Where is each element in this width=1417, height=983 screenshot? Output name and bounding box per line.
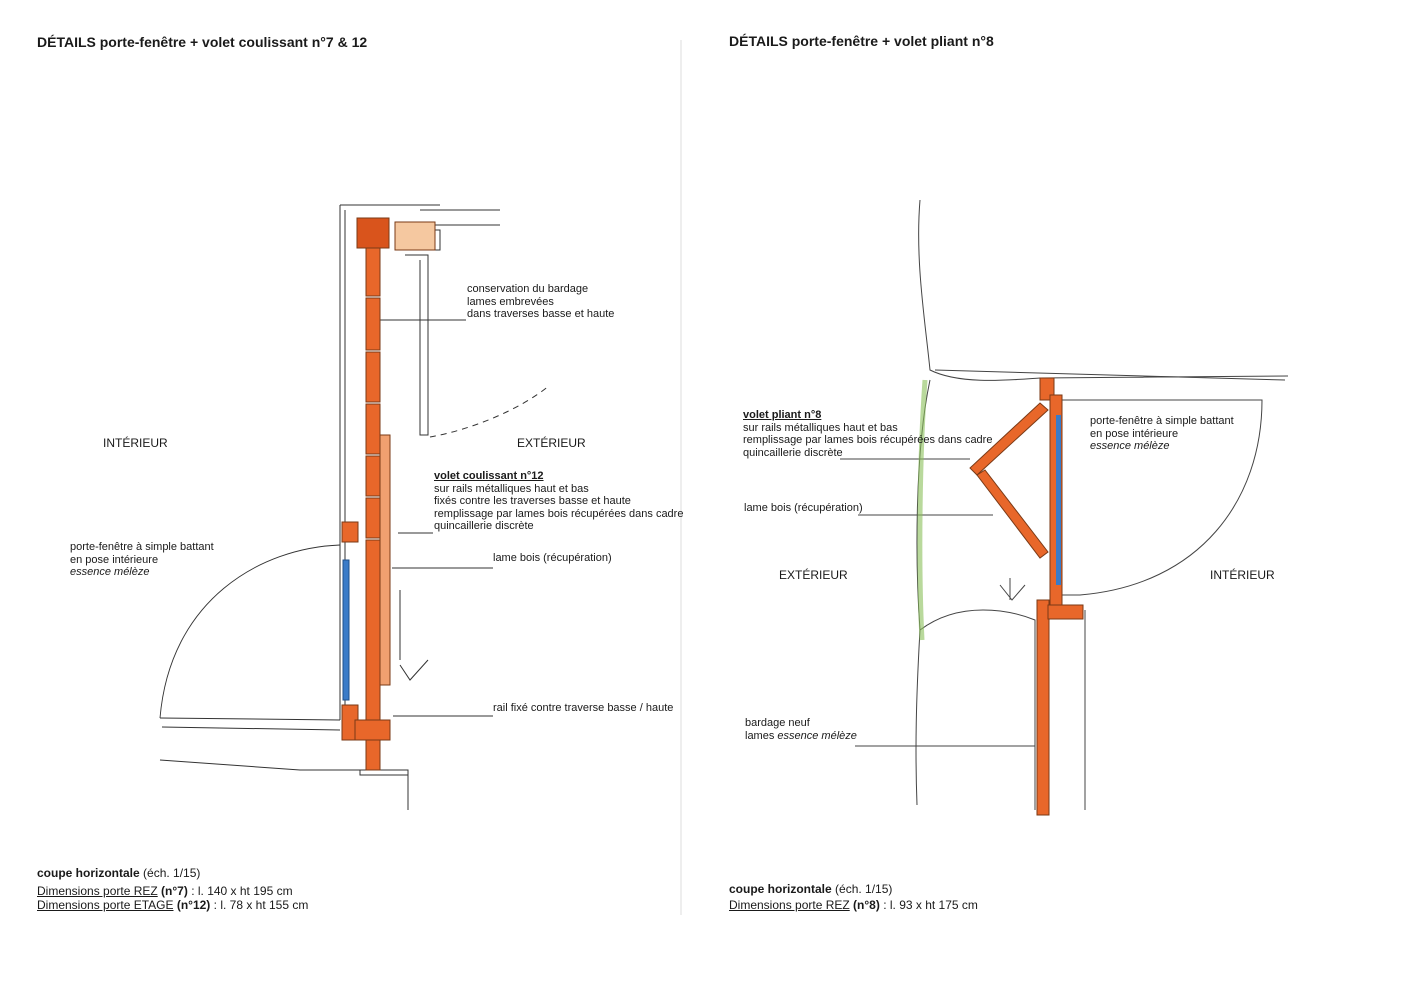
dimensions-link[interactable]: Dimensions porte REZ xyxy=(729,898,850,912)
interieur-label: INTÉRIEUR xyxy=(1210,568,1275,582)
right-section-drawing xyxy=(840,199,1289,810)
note-line: remplissage par lames bois récupérées da… xyxy=(743,434,993,447)
note-line: essence mélèze xyxy=(70,566,150,579)
note-line: sur rails métalliques haut et bas xyxy=(434,482,589,495)
note-line: quincaillerie discrète xyxy=(434,520,534,533)
moss-mark xyxy=(917,379,928,641)
left-section-drawing xyxy=(159,204,551,810)
porte-note: porte-fenêtre à simple battant en pose i… xyxy=(70,541,214,579)
volet-pliant-note: volet pliant n°8 sur rails métalliques h… xyxy=(743,409,992,459)
note-line: essence mélèze xyxy=(1090,440,1170,453)
note-heading: volet pliant n°8 xyxy=(743,409,822,421)
note-line: porte-fenêtre à simple battant xyxy=(70,541,214,553)
right-title: DÉTAILS porte-fenêtre + volet pliant n°8 xyxy=(729,33,994,49)
note-line: lames xyxy=(745,729,778,742)
left-caption: coupe horizontale (éch. 1/15) Dimensions… xyxy=(37,866,308,912)
volet-coulissant-note: volet coulissant n°12 sur rails métalliq… xyxy=(434,470,683,533)
exterieur-label: EXTÉRIEUR xyxy=(779,568,848,582)
rail-note: rail fixé contre traverse basse / haute xyxy=(493,702,674,714)
note-line: lames embrevées xyxy=(467,295,554,308)
porte-note: porte-fenêtre à simple battant en pose i… xyxy=(1090,415,1234,453)
dimensions-num: (n°12) xyxy=(173,898,211,912)
dimensions-num: (n°8) xyxy=(849,898,880,912)
left-glass xyxy=(342,559,350,701)
interieur-label: INTÉRIEUR xyxy=(103,436,168,450)
note-line: essence mélèze xyxy=(777,729,857,742)
left-title: DÉTAILS porte-fenêtre + volet coulissant… xyxy=(37,34,368,50)
note-line: bardage neuf xyxy=(745,717,810,729)
right-caption: coupe horizontale (éch. 1/15) Dimensions… xyxy=(729,882,978,912)
note-line: en pose intérieure xyxy=(1090,427,1179,440)
dimensions-value: : l. 78 x ht 155 cm xyxy=(210,898,309,912)
note-line: sur rails métalliques haut et bas xyxy=(743,421,898,434)
bardage-note: bardage neuf lames essence mélèze xyxy=(745,717,857,742)
lame-note: lame bois (récupération) xyxy=(493,552,612,564)
note-line: porte-fenêtre à simple battant xyxy=(1090,415,1234,427)
right-glass xyxy=(1056,415,1061,585)
note-heading: volet coulissant n°12 xyxy=(434,470,544,482)
note-line: en pose intérieure xyxy=(70,553,159,566)
dimensions-num: (n°7) xyxy=(157,884,188,898)
exterieur-label: EXTÉRIEUR xyxy=(517,436,586,450)
note-line: dans traverses basse et haute xyxy=(467,308,615,321)
dimensions-link[interactable]: Dimensions porte ETAGE xyxy=(37,898,174,912)
dimensions-value: : l. 93 x ht 175 cm xyxy=(879,898,978,912)
dimensions-value: : l. 140 x ht 195 cm xyxy=(187,884,293,898)
left-wood-column xyxy=(341,217,436,771)
note-line: quincaillerie discrète xyxy=(743,446,843,459)
caption-scale: (éch. 1/15) xyxy=(139,866,201,880)
note-line: fixés contre les traverses basse et haut… xyxy=(434,495,631,508)
caption-bold: coupe horizontale xyxy=(37,866,140,880)
caption-bold: coupe horizontale xyxy=(729,882,832,896)
note-line: remplissage par lames bois récupérées da… xyxy=(434,507,684,520)
caption-scale: (éch. 1/15) xyxy=(831,882,893,896)
bardage-note: conservation du bardage lames embrevées … xyxy=(467,283,614,321)
note-line: conservation du bardage xyxy=(467,283,589,295)
dimensions-link[interactable]: Dimensions porte REZ xyxy=(37,884,158,898)
lame-note: lame bois (récupération) xyxy=(744,502,863,514)
